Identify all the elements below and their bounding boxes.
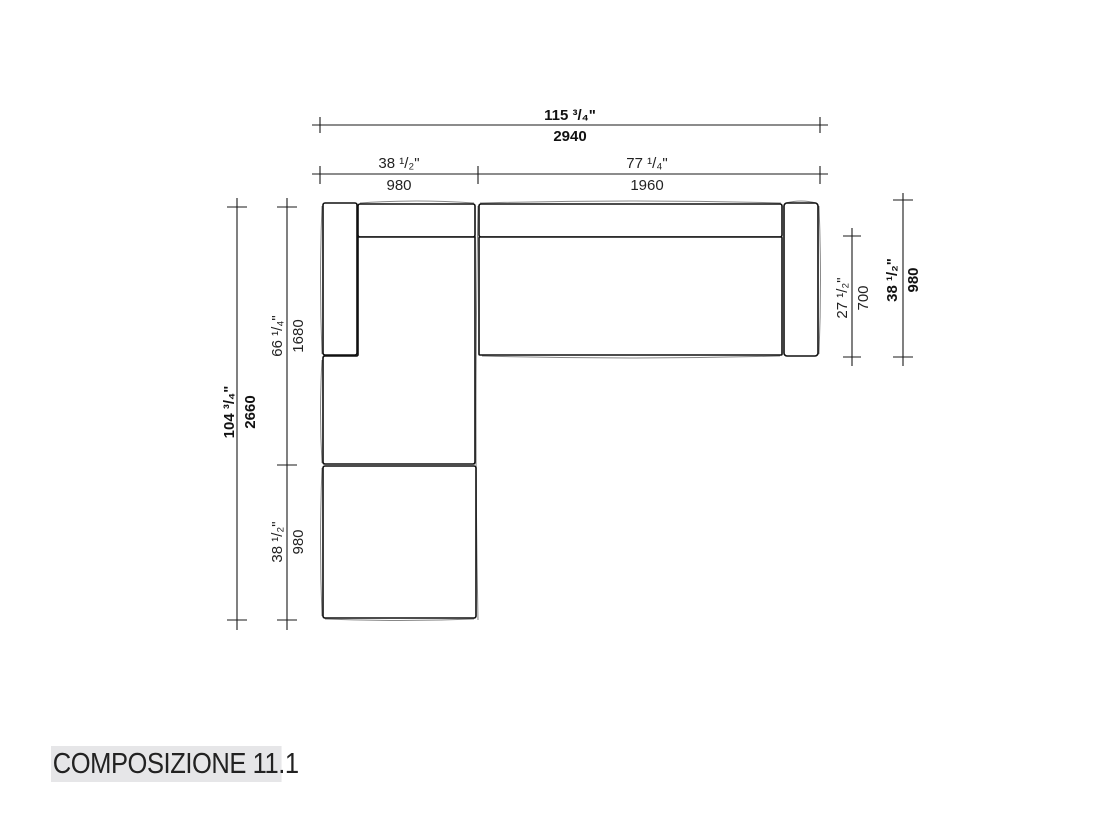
- sofa-backrest: [478, 203, 783, 238]
- left-armrest: [322, 202, 358, 356]
- sofa-modules: [320, 200, 821, 621]
- right-armrest: [783, 202, 819, 357]
- sofa-back-contour: [479, 200, 782, 204]
- overall-depth-mm: 2660: [242, 395, 259, 428]
- sofa-depth-mm: 980: [905, 267, 922, 292]
- overall-width-dimension: 115 ³/₄" 2940: [312, 107, 828, 145]
- composition-title: COMPOSIZIONE 11.1: [51, 746, 299, 782]
- overall-depth-inches: 104 ³/₄": [221, 386, 238, 439]
- sofa-front-contour: [481, 355, 781, 359]
- chaise-right-contour: [475, 205, 479, 621]
- left-armrest-contour: [320, 205, 323, 355]
- ottoman-bottom-contour: [324, 618, 475, 621]
- sofa-seat: [478, 236, 783, 356]
- module-width-dimension: 38 ¹/₂" 980 77 ¹/₄" 1960: [312, 155, 828, 194]
- chaise-width-mm: 980: [386, 177, 411, 194]
- chaise-width-inches: 38 ¹/₂": [378, 155, 419, 172]
- chaise-length-mm: 1680: [290, 319, 307, 352]
- chaise-seat: [322, 236, 476, 465]
- overall-width-mm: 2940: [553, 128, 586, 145]
- ottoman: [322, 465, 477, 619]
- ottoman-length-inches: 38 ¹/₂": [269, 521, 286, 562]
- sofa-depth-dimension: 38 ¹/₂" 980: [884, 193, 922, 366]
- chaise-backrest: [357, 203, 476, 238]
- seat-depth-inches: 27 ¹/₂": [834, 277, 851, 318]
- sofa-width-mm: 1960: [630, 177, 663, 194]
- chaise-length-inches: 66 ¹/₄": [269, 315, 286, 356]
- ottoman-left-contour: [320, 467, 323, 617]
- overall-depth-dimension: 104 ³/₄" 2660: [221, 198, 259, 630]
- module-depth-dimension: 66 ¹/₄" 1680 38 ¹/₂" 980: [269, 198, 307, 630]
- chaise-left-contour: [320, 359, 323, 464]
- sofa-depth-inches: 38 ¹/₂": [884, 258, 901, 302]
- seat-depth-mm: 700: [855, 285, 872, 310]
- seat-depth-dimension: 27 ¹/₂" 700: [834, 228, 872, 366]
- ottoman-length-mm: 980: [290, 529, 307, 554]
- sofa-width-inches: 77 ¹/₄": [626, 155, 667, 172]
- chaise-back-contour: [359, 200, 475, 204]
- overall-width-inches: 115 ³/₄": [544, 107, 596, 124]
- right-arm-side-contour: [818, 205, 821, 355]
